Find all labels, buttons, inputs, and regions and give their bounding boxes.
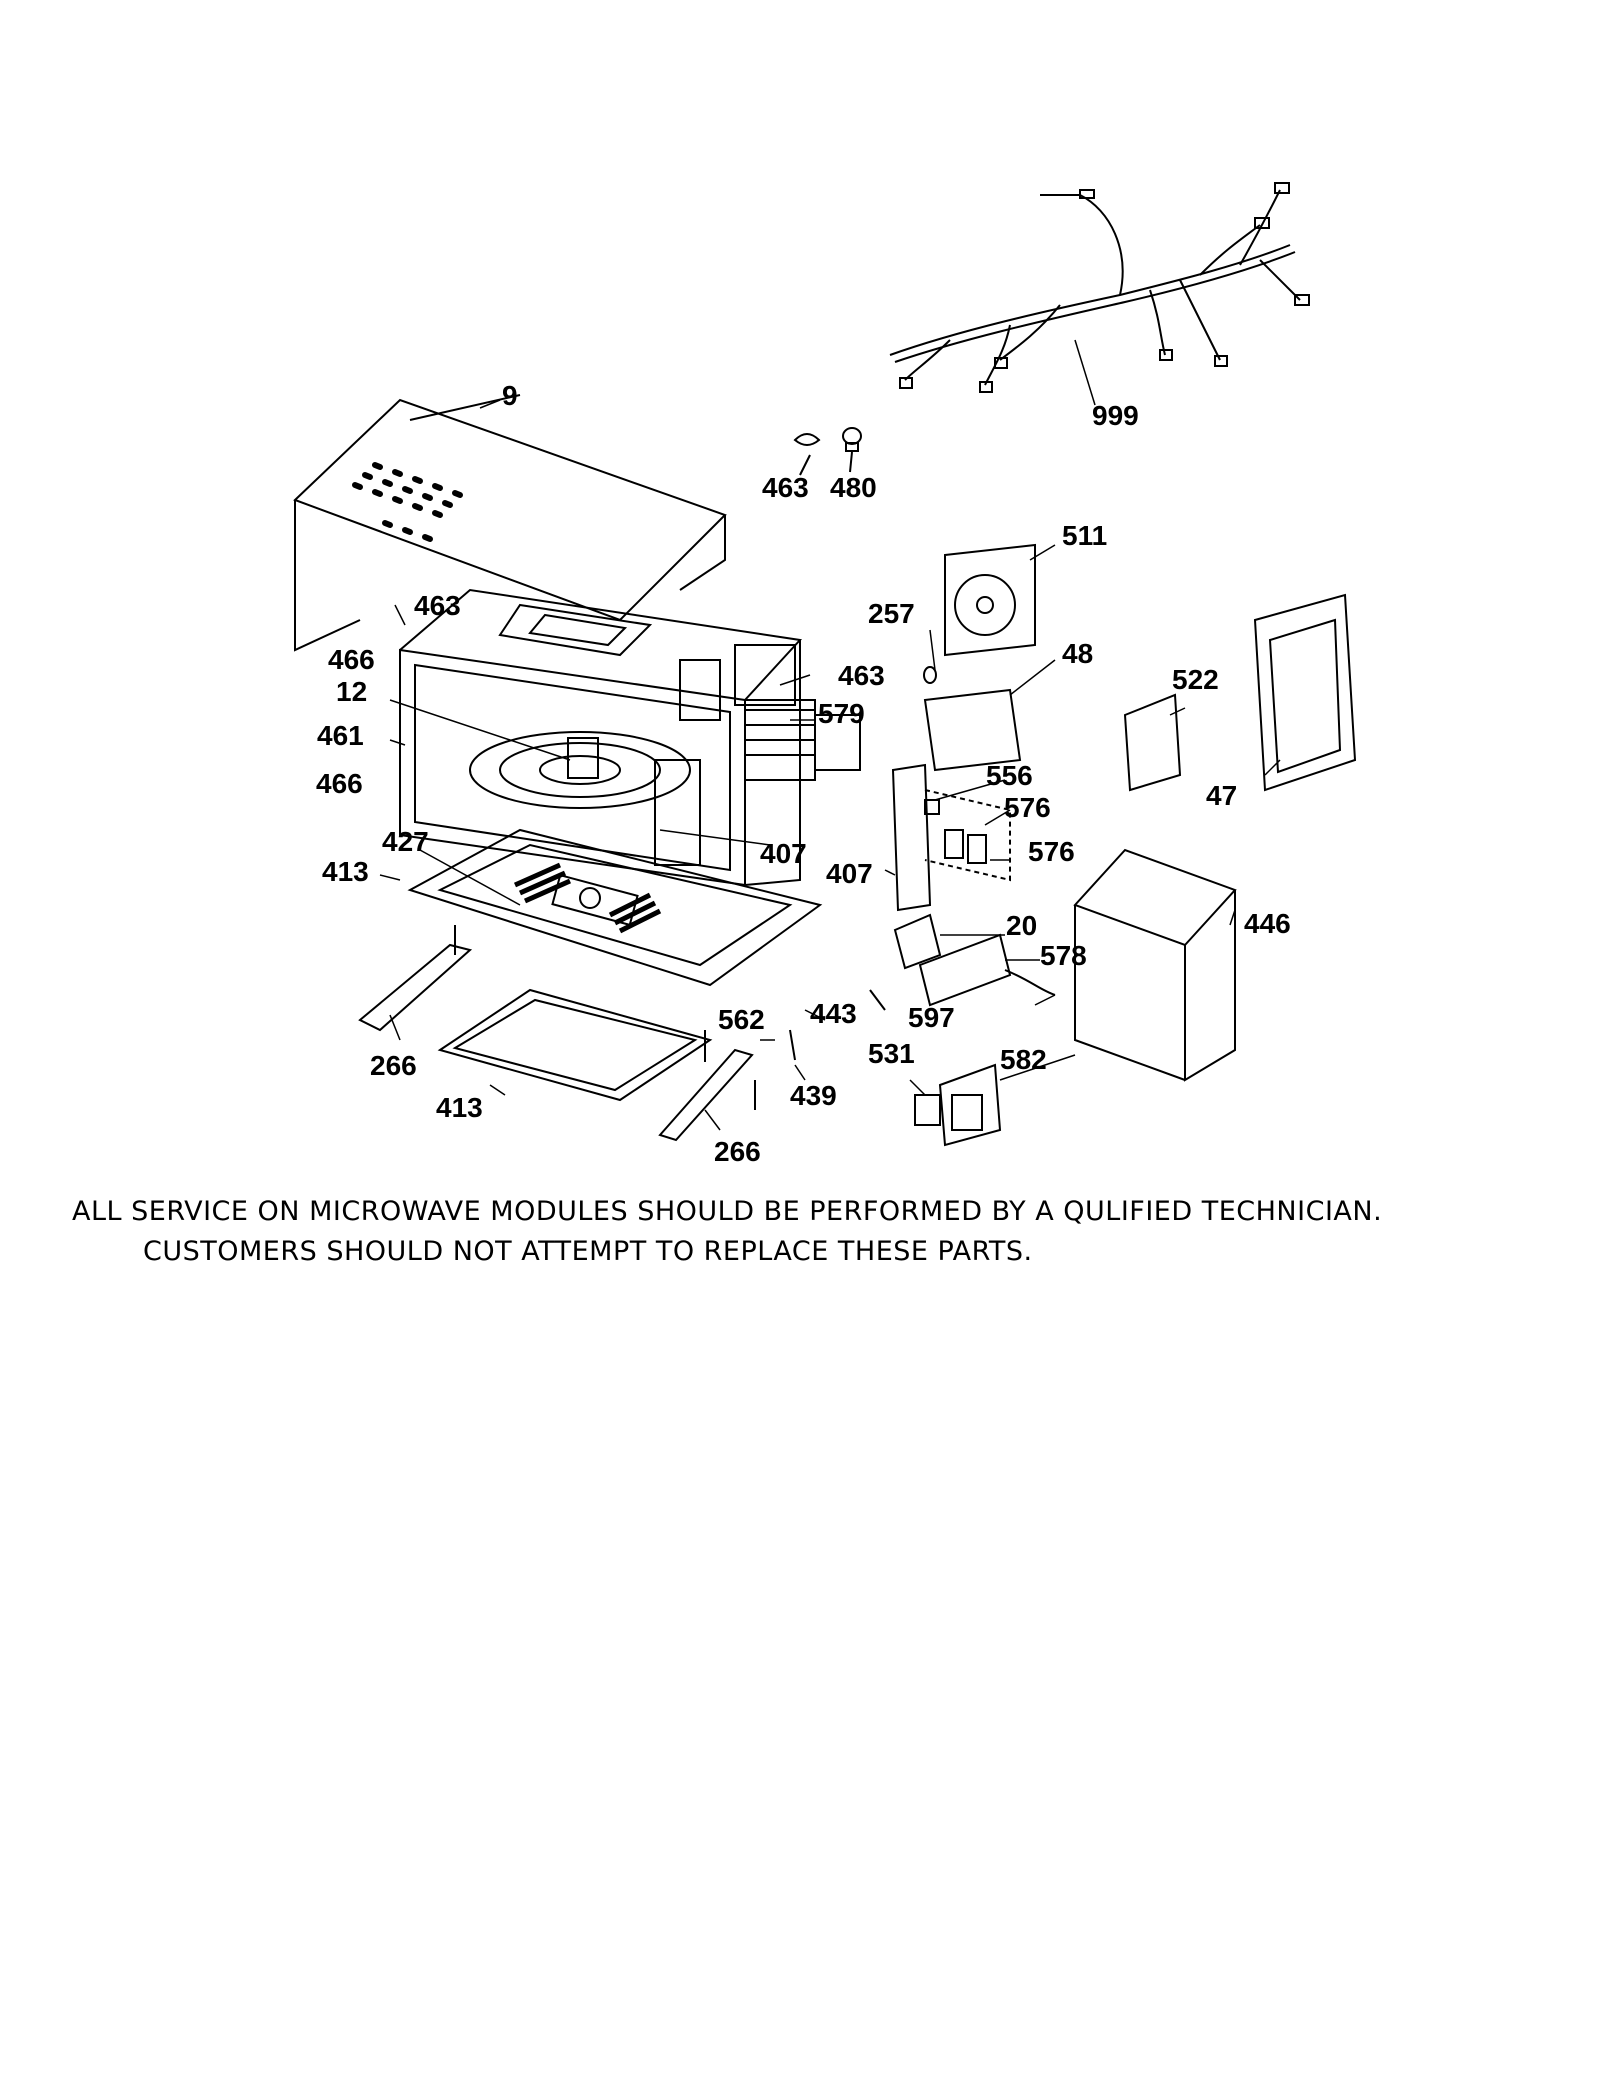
side-panel-drawing	[1125, 595, 1355, 790]
part-label-999: 999	[1092, 400, 1139, 431]
control-bracket-drawing	[893, 765, 1010, 910]
part-label-446: 446	[1244, 908, 1291, 939]
part-label-266: 266	[370, 1050, 417, 1081]
part-label-463: 463	[414, 590, 461, 621]
service-notice-line-2: CUSTOMERS SHOULD NOT ATTEMPT TO REPLACE …	[143, 1236, 1033, 1267]
part-label-576: 576	[1028, 836, 1075, 867]
outer-cabinet-drawing	[295, 395, 725, 650]
part-label-582: 582	[1000, 1044, 1047, 1075]
part-label-407: 407	[826, 858, 873, 889]
magnetron-drawing	[745, 700, 860, 780]
part-label-48: 48	[1062, 638, 1094, 669]
oven-cavity-drawing	[400, 590, 800, 885]
part-label-413: 413	[322, 856, 369, 887]
part-label-20: 20	[1006, 910, 1038, 941]
part-label-12: 12	[336, 676, 368, 707]
fan-motor-drawing	[945, 545, 1035, 655]
cover-drawing	[1075, 850, 1235, 1080]
duct-drawing	[924, 667, 1020, 770]
part-label-531: 531	[868, 1038, 915, 1069]
part-label-522: 522	[1172, 664, 1219, 695]
part-label-266: 266	[714, 1136, 761, 1167]
part-label-466: 466	[316, 768, 363, 799]
part-label-578: 578	[1040, 940, 1087, 971]
part-label-439: 439	[790, 1080, 837, 1111]
part-label-576: 576	[1004, 792, 1051, 823]
part-label-47: 47	[1206, 780, 1238, 811]
part-label-463: 463	[762, 472, 809, 503]
base-plate-drawing	[360, 830, 820, 1140]
part-label-443: 443	[810, 998, 857, 1029]
part-label-463: 463	[838, 660, 885, 691]
part-label-257: 257	[868, 598, 915, 629]
part-label-511: 511	[1062, 520, 1108, 551]
part-label-562: 562	[718, 1004, 765, 1035]
hv-components-drawing	[790, 915, 1055, 1145]
wire-harness-drawing	[890, 183, 1309, 392]
part-label-413: 413	[436, 1092, 483, 1123]
part-label-597: 597	[908, 1002, 955, 1033]
part-label-480: 480	[830, 472, 877, 503]
leader-lines	[380, 340, 1280, 1130]
part-label-579: 579	[818, 698, 865, 729]
part-label-461: 461	[317, 720, 364, 751]
part-label-427: 427	[382, 826, 429, 857]
part-label-556: 556	[986, 760, 1033, 791]
part-label-9: 9	[502, 380, 518, 411]
fastener-drawing	[795, 428, 861, 475]
part-label-407: 407	[760, 838, 807, 869]
part-label-466: 466	[328, 644, 375, 675]
service-notice-line-1: ALL SERVICE ON MICROWAVE MODULES SHOULD …	[72, 1196, 1383, 1227]
